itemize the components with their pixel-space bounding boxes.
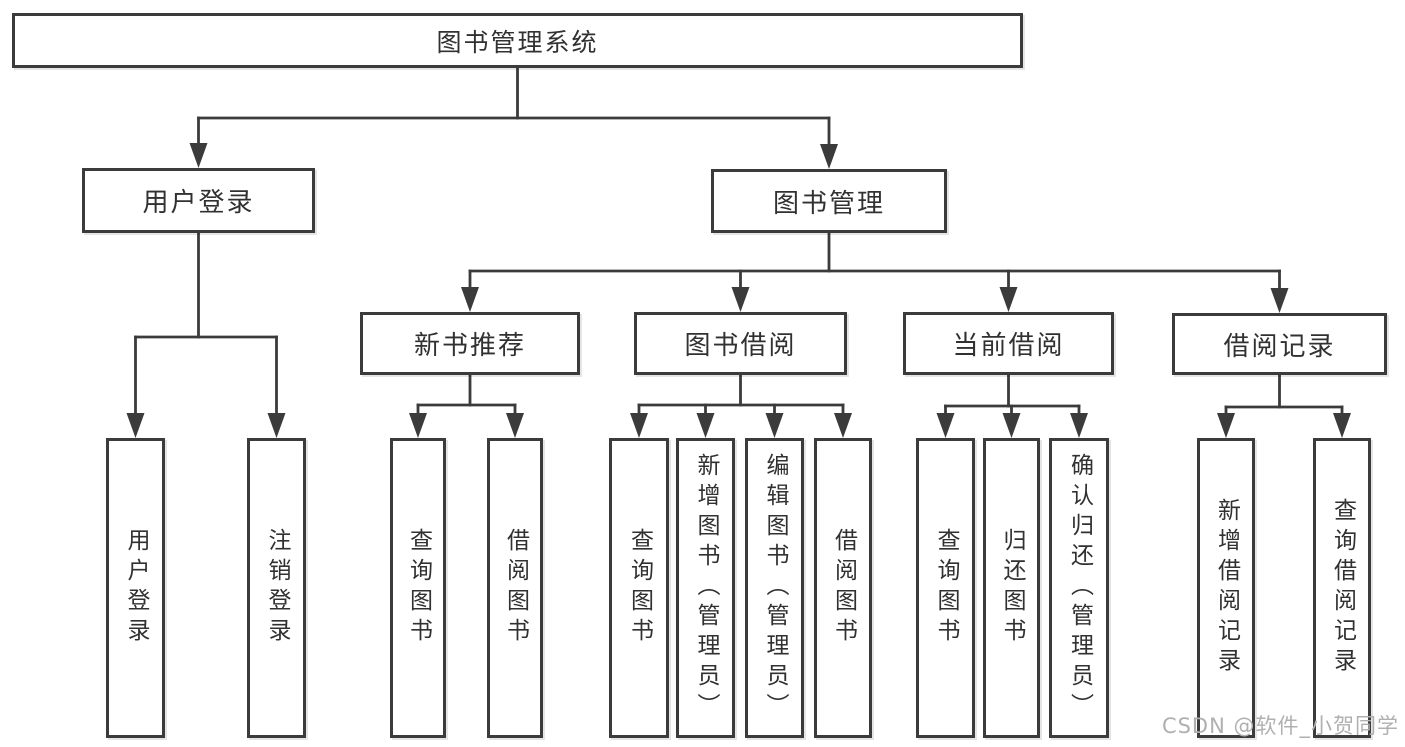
- node-branch-book-management: 图书管理: [711, 169, 947, 233]
- node-leaf-add-book-admin: 新增图书（管理员）: [676, 438, 735, 738]
- node-branch-borrow-records: 借阅记录: [1172, 313, 1387, 375]
- node-leaf-query-borrow-record: 查询借阅记录: [1313, 438, 1371, 738]
- node-branch-new-book-recommend: 新书推荐: [360, 312, 580, 375]
- watermark: CSDN @软件_小贺同学: [1161, 714, 1399, 738]
- node-leaf-confirm-return-admin: 确认归还（管理员）: [1049, 438, 1109, 738]
- node-branch-book-borrow: 图书借阅: [634, 312, 847, 375]
- node-leaf-query-book-newbook: 查询图书: [390, 438, 446, 738]
- node-root: 图书管理系统: [12, 13, 1023, 68]
- node-leaf-edit-book-admin: 编辑图书（管理员）: [745, 438, 804, 738]
- node-leaf-user-login: 用户登录: [106, 438, 165, 738]
- node-leaf-borrow-book-borrow: 借阅图书: [814, 438, 872, 738]
- node-leaf-logout: 注销登录: [247, 438, 306, 738]
- node-branch-current-borrow: 当前借阅: [903, 312, 1114, 375]
- node-branch-user-login: 用户登录: [82, 168, 315, 233]
- node-leaf-borrow-book-newbook: 借阅图书: [487, 438, 543, 738]
- node-leaf-return-book: 归还图书: [983, 438, 1040, 738]
- node-leaf-query-book-current: 查询图书: [916, 438, 975, 738]
- node-leaf-add-borrow-record: 新增借阅记录: [1197, 438, 1255, 738]
- node-leaf-query-book-borrow: 查询图书: [609, 438, 669, 738]
